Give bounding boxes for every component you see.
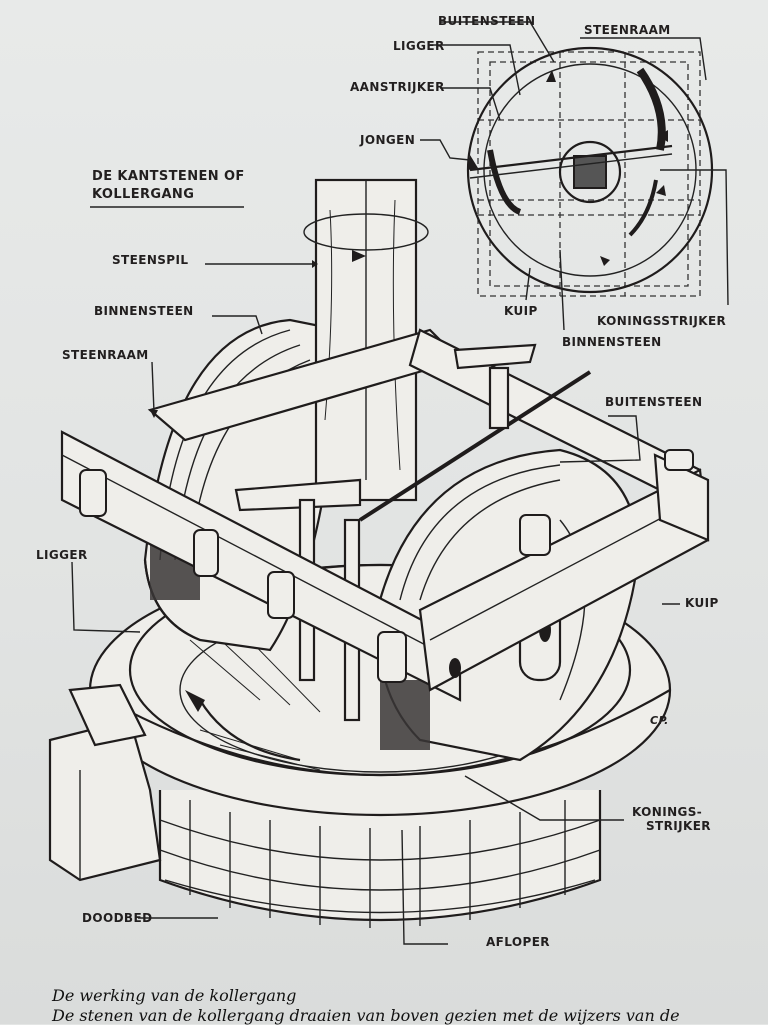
- artist-signature: CP.: [650, 714, 669, 727]
- leader-lines: [71, 206, 680, 945]
- label-aanstrijker: AANSTRIJKER: [350, 80, 445, 94]
- label-kuip: KUIP: [685, 596, 719, 610]
- label-ligger: LIGGER: [36, 548, 88, 562]
- steenraam-frame: [60, 430, 462, 702]
- label-steenspil: STEENSPIL: [112, 253, 189, 267]
- title-line-2: KOLLERGANG: [92, 187, 195, 202]
- label-konings-line1: KONINGS-: [632, 805, 703, 819]
- label-binnensteen-top: BINNENSTEEN: [562, 335, 662, 349]
- label-doodbed: DOODBED: [82, 911, 153, 925]
- top-view-diagram: [420, 21, 729, 331]
- steenspil-circle-top: [558, 140, 622, 204]
- diagram-title: DE KANTSTENEN OF KOLLERGANG: [92, 168, 245, 204]
- label-buitensteen-top: BUITENSTEEN: [438, 14, 536, 28]
- label-kuip-top: KUIP: [504, 304, 538, 318]
- label-buitensteen: BUITENSTEEN: [605, 395, 703, 409]
- title-line-1: DE KANTSTENEN OF: [92, 169, 245, 184]
- label-steenraam-top: STEENRAAM: [584, 23, 671, 37]
- caption-line-2: De stenen van de kollergang draaien van …: [52, 1006, 680, 1025]
- label-koningsstrijker-top: KONINGSSTRIJKER: [597, 314, 727, 328]
- aanstrijker-arm: [358, 370, 592, 522]
- label-konings-line2: STRIJKER: [646, 819, 711, 833]
- label-binnensteen: BINNENSTEEN: [94, 304, 194, 318]
- label-afloper: AFLOPER: [486, 935, 550, 949]
- kollergang-machine: [48, 178, 710, 928]
- jongen-bar-top: [469, 144, 673, 172]
- label-steenraam: STEENRAAM: [62, 348, 149, 362]
- label-ligger-top: LIGGER: [393, 39, 445, 53]
- label-jongen: JONGEN: [360, 133, 416, 147]
- caption-line-1: De werking van de kollergang: [52, 986, 297, 1005]
